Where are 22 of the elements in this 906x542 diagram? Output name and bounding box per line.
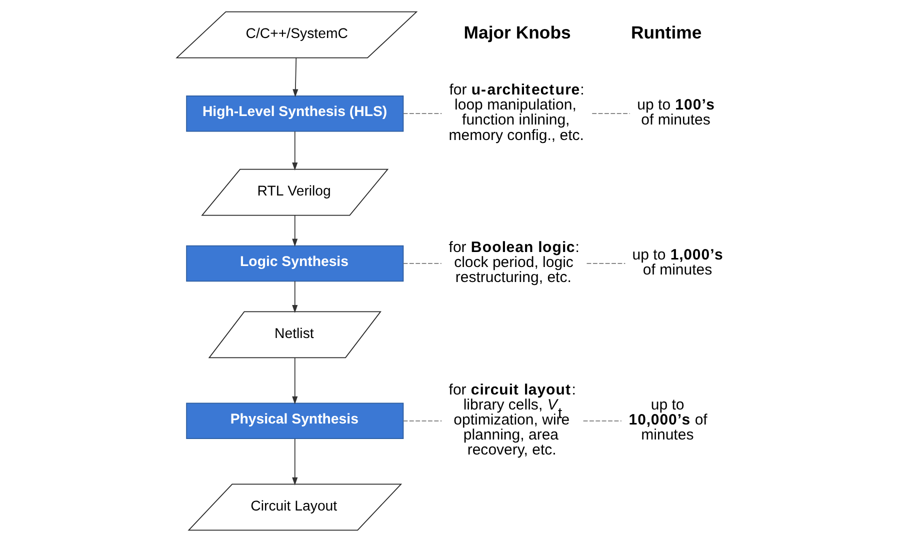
connector (402, 263, 442, 264)
connector (591, 113, 630, 114)
arrow (292, 438, 298, 486)
node-box: High-Level Synthesis (HLS) (186, 95, 404, 132)
node-text: for Boolean logic: clock period, logic restructuring, etc. (448, 239, 579, 286)
node-text: up to 1,000’s of minutes (632, 246, 722, 279)
connector (402, 420, 442, 422)
connector (582, 420, 622, 422)
arrow (292, 215, 298, 247)
arrow (292, 357, 298, 404)
node-text: for u-architecture: loop manipulation, function inlining, memory config., etc. (448, 82, 584, 144)
arrow (292, 131, 298, 170)
label: Runtime (630, 22, 702, 42)
arrow (292, 58, 298, 98)
arrow (292, 280, 298, 313)
label: Major Knobs (463, 22, 570, 42)
connector (586, 263, 626, 264)
node-text: up to 100’s of minutes (636, 96, 714, 129)
node-box: Physical Synthesis (186, 402, 404, 440)
node-box: Logic Synthesis (186, 245, 404, 282)
connector (402, 113, 442, 114)
node-text: up to 10,000’s of minutes (628, 396, 707, 444)
